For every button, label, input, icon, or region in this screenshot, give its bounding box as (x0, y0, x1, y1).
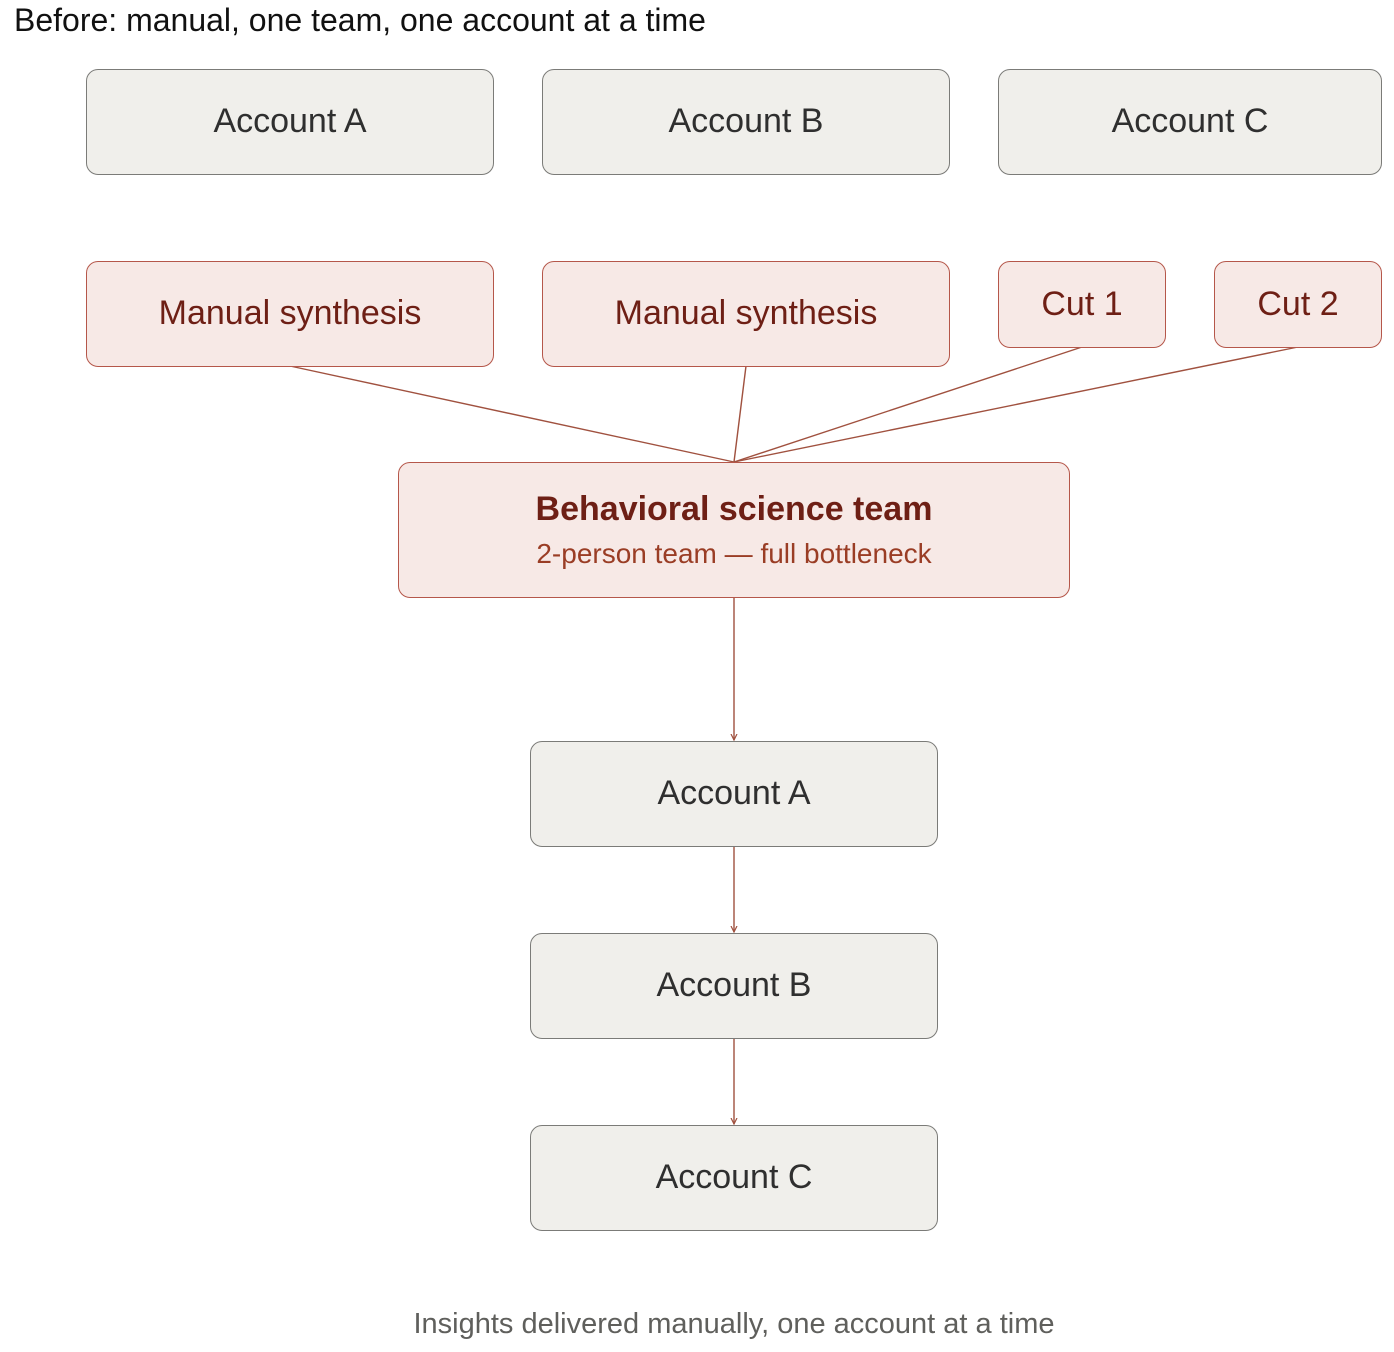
output-account-b-label: Account B (656, 966, 812, 1005)
manual-synthesis-2-label: Manual synthesis (614, 294, 878, 333)
link-synthesis-1-to-team (289, 365, 735, 463)
output-account-a-label: Account A (657, 774, 811, 813)
top-account-c: Account C (998, 69, 1382, 175)
team-label: Behavioral science team (535, 490, 933, 529)
cut-1-label: Cut 1 (1041, 284, 1123, 323)
top-account-b: Account B (542, 69, 950, 175)
top-account-a: Account A (86, 69, 494, 175)
top-account-b-label: Account B (668, 102, 824, 141)
output-account-a: Account A (530, 741, 938, 847)
link-cut-1-to-team (733, 346, 1083, 463)
top-account-a-label: Account A (213, 102, 367, 141)
team-sublabel: 2-person team — full bottleneck (536, 537, 932, 569)
diagram-title: Before: manual, one team, one account at… (14, 2, 706, 38)
behavioral-science-team: Behavioral science team 2-person team — … (398, 462, 1070, 598)
cut-1: Cut 1 (998, 261, 1166, 348)
manual-synthesis-1-label: Manual synthesis (158, 294, 422, 333)
manual-synthesis-1: Manual synthesis (86, 261, 494, 367)
cut-2-label: Cut 2 (1257, 284, 1339, 323)
manual-synthesis-2: Manual synthesis (542, 261, 950, 367)
diagram-caption: Insights delivered manually, one account… (413, 1308, 1055, 1340)
output-account-b: Account B (530, 933, 938, 1039)
output-account-c-label: Account C (655, 1158, 813, 1197)
top-account-c-label: Account C (1111, 102, 1269, 141)
link-synthesis-2-to-team (733, 365, 747, 463)
cut-2: Cut 2 (1214, 261, 1382, 348)
link-cut-2-to-team (733, 346, 1299, 463)
output-account-c: Account C (530, 1125, 938, 1231)
